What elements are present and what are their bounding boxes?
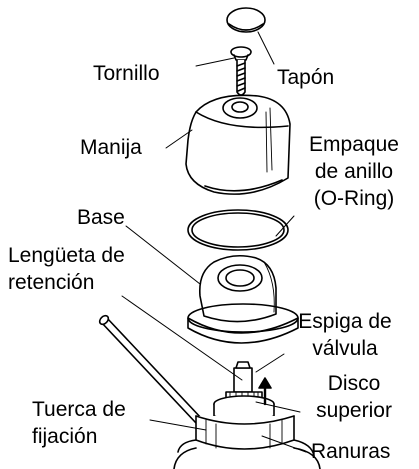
label-disco-2: superior (316, 399, 392, 422)
label-lengueta-2: retención (8, 271, 95, 294)
label-empaque-1: Empaque (309, 133, 399, 156)
leader-lines (121, 31, 307, 453)
screw-part (230, 46, 252, 96)
label-base: Base (77, 206, 125, 229)
handle-part (185, 94, 291, 195)
cap-part (226, 7, 266, 33)
label-tapon: Tapón (277, 66, 335, 89)
label-disco-1: Disco (327, 372, 381, 395)
faucet-body (173, 415, 321, 469)
label-ranuras: Ranuras (311, 440, 391, 463)
label-tuerca-2: fijación (32, 425, 98, 448)
label-manija: Manija (80, 136, 142, 159)
valve-stem-assembly (213, 361, 275, 423)
base-part (187, 254, 299, 344)
label-lengueta-1: Lengüeta de (8, 244, 125, 267)
label-empaque-2: de anillo (314, 160, 394, 183)
up-arrow-icon (258, 377, 272, 406)
label-espiga-1: Espiga de (298, 310, 392, 333)
label-empaque-3: (O-Ring) (313, 187, 395, 210)
label-espiga-2: válvula (312, 337, 378, 360)
label-tuerca-1: Tuerca de (32, 398, 126, 421)
label-tornillo: Tornillo (93, 62, 160, 85)
o-ring-part (187, 209, 289, 251)
